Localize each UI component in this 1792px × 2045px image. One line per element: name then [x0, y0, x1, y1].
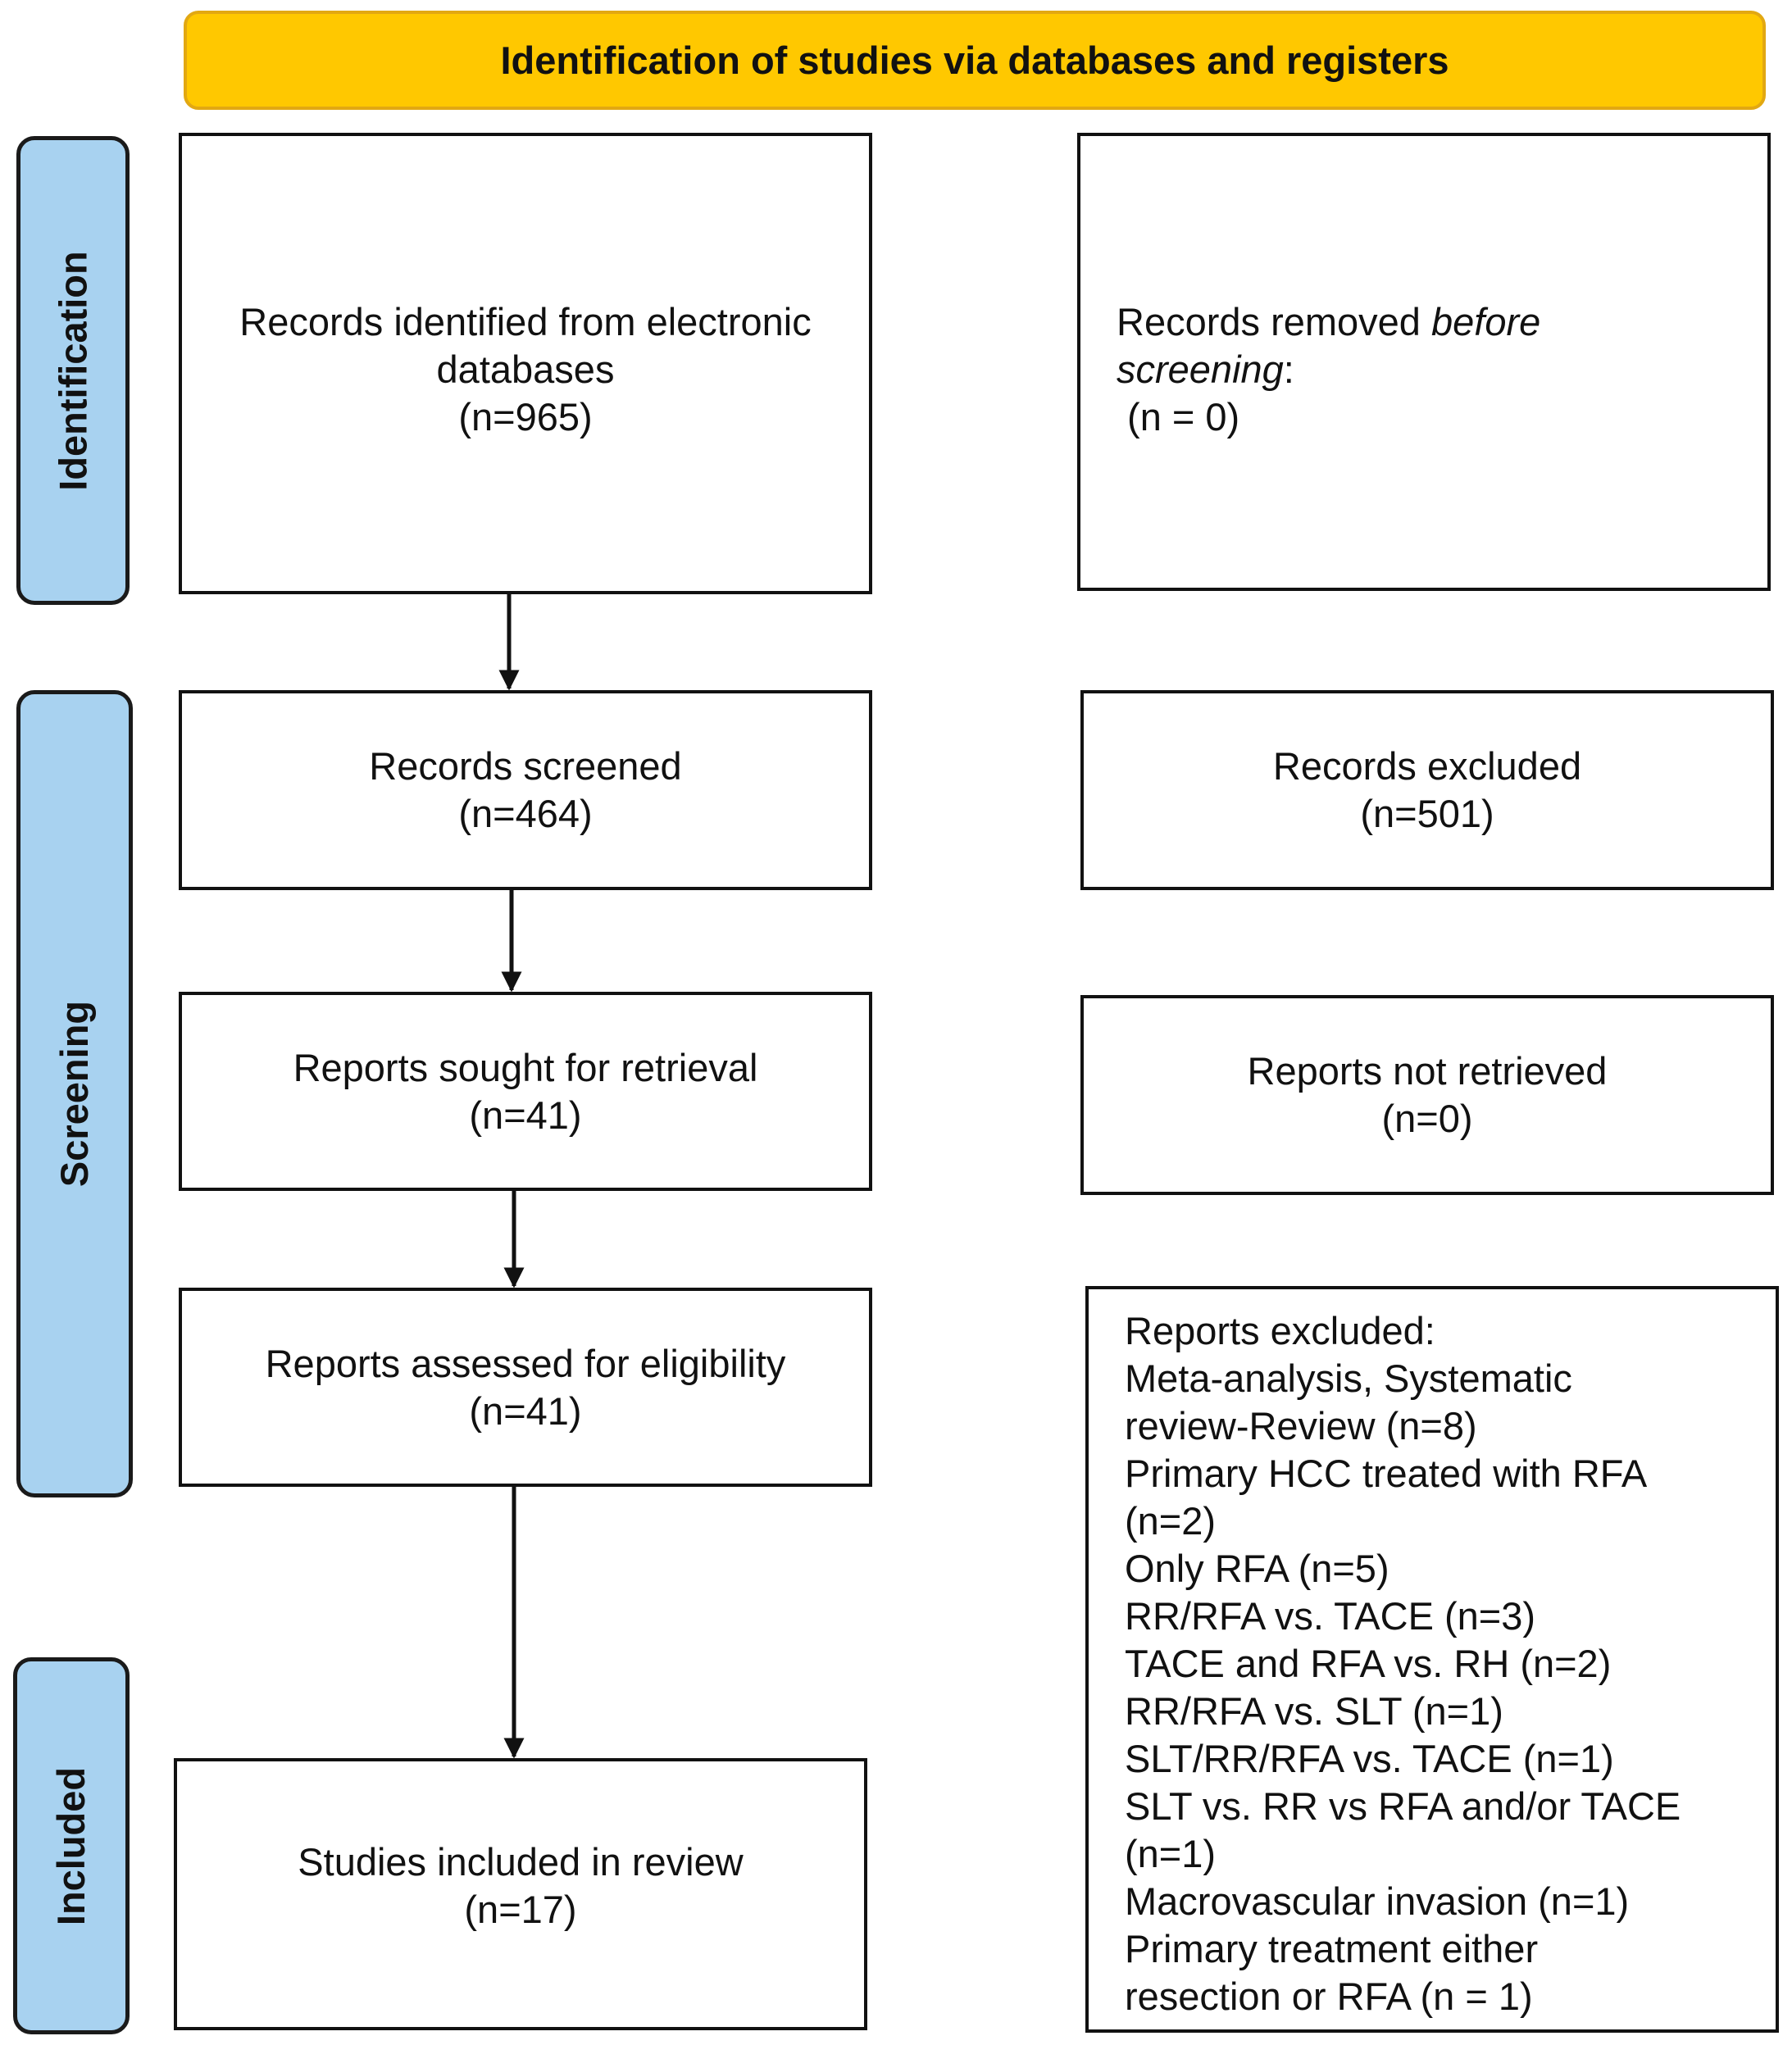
- reports-not-retrieved-box: Reports not retrieved (n=0): [1080, 995, 1774, 1195]
- records-screened-label: Records screened: [369, 744, 682, 788]
- reports-not-retrieved-count: (n=0): [1381, 1097, 1473, 1140]
- records-identified-count: (n=965): [458, 395, 593, 439]
- phase-included: Included: [13, 1657, 130, 2034]
- phase-identification: Identification: [16, 136, 130, 605]
- reports-assessed-box: Reports assessed for eligibility (n=41): [179, 1288, 872, 1487]
- reports-assessed-count: (n=41): [469, 1388, 582, 1433]
- reports-excluded-line: resection or RFA (n = 1): [1125, 1975, 1533, 2018]
- reports-excluded-box: Reports excluded: Meta-analysis, Systema…: [1085, 1286, 1779, 2033]
- records-excluded-box: Records excluded (n=501): [1080, 690, 1774, 890]
- reports-sought-box: Reports sought for retrieval (n=41): [179, 992, 872, 1191]
- reports-excluded-line: Primary HCC treated with RFA: [1125, 1452, 1648, 1495]
- studies-included-label: Studies included in review: [298, 1840, 744, 1884]
- records-identified-line-2: databases: [436, 348, 615, 391]
- records-removed-line-1: Records removed before: [1117, 298, 1540, 346]
- reports-excluded-line: SLT vs. RR vs RFA and/or TACE: [1125, 1784, 1681, 1828]
- records-excluded-label: Records excluded: [1272, 744, 1582, 788]
- reports-excluded-line: review-Review (n=8): [1125, 1404, 1477, 1447]
- reports-excluded-line: Macrovascular invasion (n=1): [1125, 1879, 1630, 1923]
- reports-excluded-line: (n=1): [1125, 1832, 1217, 1875]
- studies-included-box: Studies included in review (n=17): [174, 1758, 867, 2030]
- records-removed-text: Records removed: [1117, 300, 1431, 343]
- reports-excluded-line: Meta-analysis, Systematic: [1125, 1357, 1572, 1400]
- reports-sought-count: (n=41): [469, 1093, 582, 1137]
- reports-assessed-label: Reports assessed for eligibility: [265, 1341, 786, 1385]
- header-banner: Identification of studies via databases …: [184, 11, 1766, 110]
- records-excluded-count: (n=501): [1360, 792, 1494, 835]
- records-removed-count: (n = 0): [1117, 395, 1240, 439]
- reports-excluded-line: Only RFA (n=5): [1125, 1547, 1389, 1590]
- records-removed-line-2: screening:: [1117, 346, 1294, 393]
- reports-sought-label: Reports sought for retrieval: [293, 1045, 758, 1089]
- reports-excluded-line: RR/RFA vs. SLT (n=1): [1125, 1689, 1503, 1733]
- header-title: Identification of studies via databases …: [500, 39, 1449, 82]
- records-screened-count: (n=464): [458, 792, 593, 835]
- records-removed-before: before: [1431, 300, 1541, 343]
- reports-excluded-line: (n=2): [1125, 1499, 1217, 1543]
- records-removed-box: Records removed before screening: (n = 0…: [1077, 133, 1771, 591]
- reports-excluded-line: TACE and RFA vs. RH (n=2): [1125, 1642, 1612, 1685]
- records-identified-line-1: Records identified from electronic: [239, 300, 812, 343]
- records-identified-box: Records identified from electronic datab…: [179, 133, 872, 594]
- reports-excluded-line: RR/RFA vs. TACE (n=3): [1125, 1594, 1536, 1638]
- reports-excluded-line: Reports excluded:: [1125, 1309, 1435, 1352]
- phase-screening: Screening: [16, 690, 133, 1497]
- reports-excluded-line: Primary treatment either: [1125, 1927, 1539, 1970]
- reports-excluded-line: SLT/RR/RFA vs. TACE (n=1): [1125, 1737, 1614, 1780]
- studies-included-count: (n=17): [464, 1888, 577, 1931]
- reports-not-retrieved-label: Reports not retrieved: [1247, 1049, 1608, 1093]
- records-removed-colon: :: [1283, 348, 1294, 391]
- records-screened-box: Records screened (n=464): [179, 690, 872, 890]
- records-removed-screening: screening: [1117, 348, 1284, 391]
